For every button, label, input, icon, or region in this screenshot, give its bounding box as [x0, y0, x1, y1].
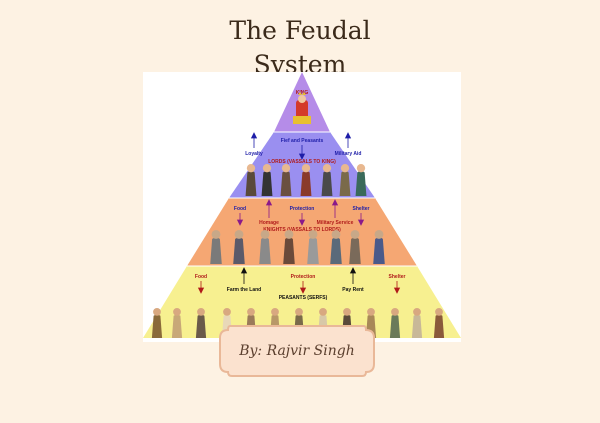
lords-above-label-3: Military Aid	[335, 151, 362, 157]
peasants-above-label-2: Protection	[291, 274, 316, 280]
knights-above-label-2: Protection	[290, 206, 315, 212]
lord-figures	[245, 164, 367, 196]
peasants-above-label-3: Shelter	[389, 274, 406, 280]
lords-title: LORDS (VASSALS TO KING)	[268, 159, 336, 165]
knight-figures	[210, 230, 385, 264]
knights-above-label-1: Food	[234, 206, 246, 212]
knights-arrows	[236, 199, 365, 226]
king-title: KING	[296, 90, 309, 96]
byline-badge: By: Rajvir Singh	[216, 322, 378, 380]
byline-text: By: Rajvir Singh	[239, 343, 355, 359]
peasant-figure	[411, 308, 423, 338]
feudal-pyramid-diagram: KING Loyalty Fief and Peasants Military …	[143, 72, 461, 342]
peasant-figure	[389, 308, 401, 338]
knight-figure	[373, 230, 385, 264]
peasants-duty-1: Farm the Land	[227, 287, 261, 293]
lords-arrows	[250, 132, 352, 160]
knights-service-2: Military Service	[317, 220, 354, 226]
knight-figure	[210, 230, 222, 264]
knight-figure	[349, 230, 361, 264]
lord-figure	[245, 164, 257, 196]
knights-title: KNIGHTS (VASSALS TO LORDS)	[263, 227, 341, 233]
knight-figure	[330, 230, 342, 264]
pyramid-graphic: KING Loyalty Fief and Peasants Military …	[143, 72, 461, 338]
knight-figure	[259, 230, 271, 264]
lord-figure	[321, 164, 333, 196]
king-figure	[293, 92, 311, 124]
lord-figure	[280, 164, 292, 196]
knights-service-1: Homage	[259, 220, 279, 226]
lord-figure	[339, 164, 351, 196]
lord-figure	[261, 164, 273, 196]
peasants-title: PEASANTS (SERFS)	[279, 295, 328, 301]
peasant-figure	[171, 308, 183, 338]
peasant-figure	[195, 308, 207, 338]
byline-badge-shape	[219, 325, 375, 377]
peasant-figure	[433, 308, 445, 338]
tier-peasants	[143, 266, 461, 338]
knight-figure	[233, 230, 245, 264]
lords-above-label-1: Loyalty	[245, 151, 263, 157]
peasants-duty-2: Pay Rent	[342, 287, 364, 293]
peasants-arrows	[197, 267, 401, 294]
peasants-above-label-1: Food	[195, 274, 207, 280]
knights-above-label-3: Shelter	[353, 206, 370, 212]
peasant-figure	[151, 308, 163, 338]
lord-figure	[300, 164, 312, 196]
knight-figure	[307, 230, 319, 264]
knight-figure	[283, 230, 295, 264]
lords-above-label-2: Fief and Peasants	[281, 138, 324, 144]
lord-figure	[355, 164, 367, 196]
